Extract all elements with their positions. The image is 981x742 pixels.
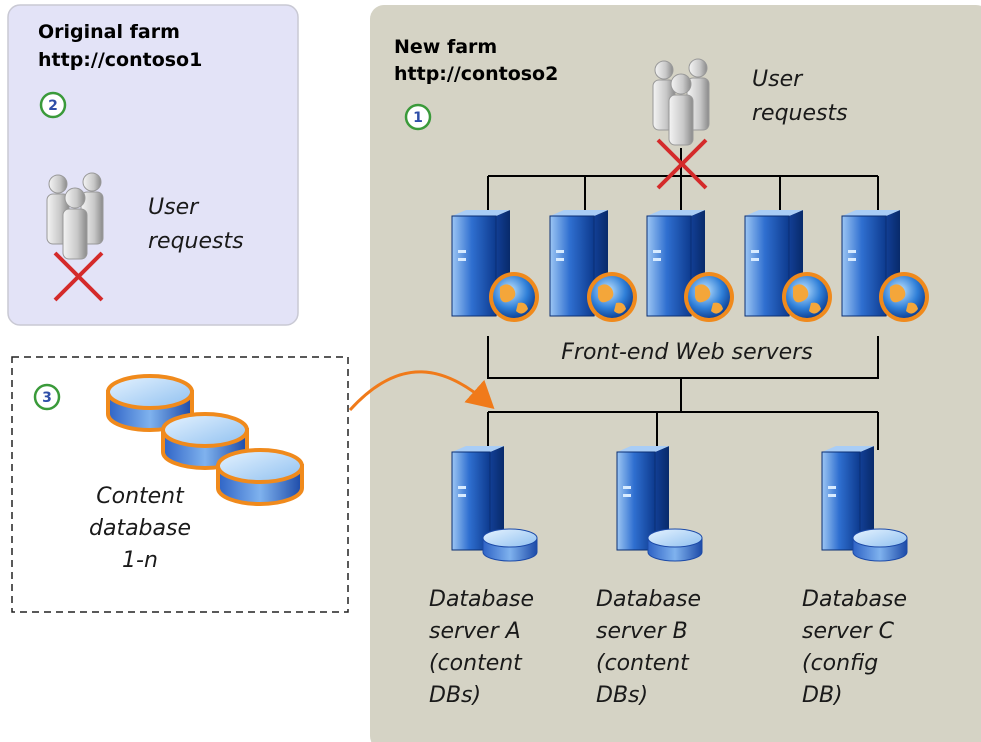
web-server-icon [549,210,637,322]
step-badge-1: 1 [404,103,432,131]
new-user-requests-line2: requests [752,101,848,126]
svg-text:(content: (content [429,651,523,676]
content-db-label-line2: database [89,516,191,541]
original-user-requests-line1: User [148,195,200,220]
svg-text:Database: Database [596,587,701,612]
users-icon [46,172,104,260]
new-user-requests-line1: User [752,67,804,92]
original-user-requests-line2: requests [148,229,244,254]
svg-text:Database: Database [429,587,534,612]
svg-text:(content: (content [596,651,690,676]
web-servers-label: Front-end Web servers [561,340,812,365]
database-server-icon [821,446,908,562]
content-database-icon [106,374,304,506]
svg-text:DB): DB) [802,683,843,708]
svg-text:server B: server B [596,619,688,644]
original-farm-title: Original farm [38,21,180,43]
step-badge-3: 3 [33,383,61,411]
db-server-b-label: Database server B (content DBs) [596,587,701,708]
svg-text:DBs): DBs) [596,683,648,708]
svg-text:1: 1 [413,110,423,126]
users-icon [652,58,710,146]
db-servers-group [451,446,908,562]
svg-text:3: 3 [42,390,52,406]
database-server-icon [616,446,703,562]
web-server-icon [841,210,929,322]
database-server-icon [451,446,538,562]
new-farm-title: New farm [394,36,497,58]
content-db-label-line1: Content [96,484,185,509]
step-badge-2: 2 [39,91,67,119]
svg-text:DBs): DBs) [429,683,481,708]
svg-text:Database: Database [802,587,907,612]
web-servers-bracket [487,336,879,450]
attach-arrow [348,370,495,412]
web-servers-group [451,210,929,322]
blocked-x-icon [656,138,708,190]
svg-text:2: 2 [48,98,58,114]
original-farm-url: http://contoso1 [38,49,202,71]
web-server-icon [451,210,539,322]
blocked-x-icon [53,251,104,302]
web-server-icon [744,210,832,322]
web-server-icon [646,210,734,322]
svg-text:(config: (config [802,651,878,676]
db-server-a-label: Database server A (content DBs) [429,587,534,708]
svg-text:server C: server C [802,619,895,644]
db-server-c-label: Database server C (config DB) [802,587,907,708]
new-farm-url: http://contoso2 [394,63,558,85]
content-db-label-line3: 1-n [122,548,158,573]
svg-text:server A: server A [429,619,521,644]
content-database-box [11,356,349,613]
